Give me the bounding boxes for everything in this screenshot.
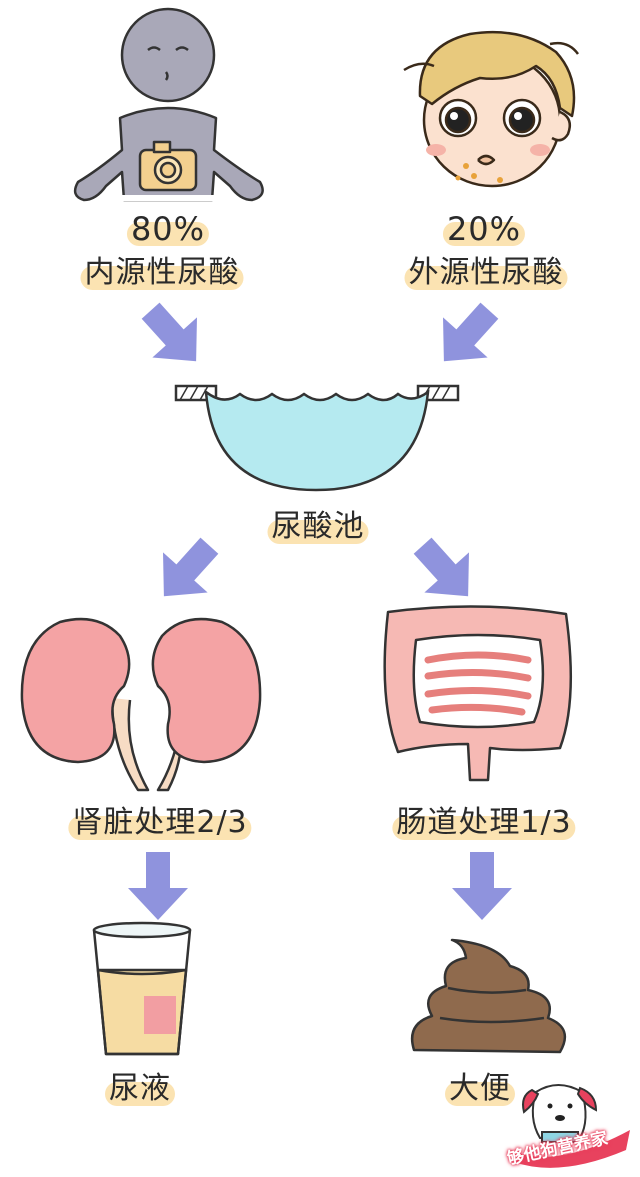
kidney-icon: [20, 617, 262, 792]
arrow-exogenous-to-pool: [421, 290, 512, 382]
stool-label: 大便: [445, 1071, 515, 1106]
uric-acid-pool-icon: [174, 384, 460, 492]
glass-of-urine-icon: [92, 921, 192, 1056]
endogenous-label: 内源性尿酸: [80, 255, 244, 290]
arrow-endogenous-to-pool: [128, 290, 219, 382]
exogenous-percent: 20%: [442, 210, 526, 248]
arrow-pool-to-kidney: [141, 525, 232, 617]
pool-label: 尿酸池: [267, 509, 369, 544]
person-with-camera-icon: [73, 7, 264, 202]
arrow-pool-to-intestine: [400, 525, 491, 617]
endogenous-percent: 80%: [126, 210, 210, 248]
exogenous-label: 外源性尿酸: [404, 255, 568, 290]
kidney-label: 肾脏处理2/3: [68, 805, 252, 840]
watermark-text: 够他狗营养家: [505, 1128, 610, 1170]
child-face-icon: [403, 30, 580, 188]
arrow-intestine-to-stool: [452, 852, 512, 920]
urine-label: 尿液: [105, 1071, 175, 1106]
stool-icon: [410, 938, 567, 1054]
intestine-icon: [383, 605, 573, 782]
intestine-label: 肠道处理1/3: [392, 805, 576, 840]
arrow-kidney-to-urine: [128, 852, 188, 920]
dog-mascot-icon: [510, 1084, 630, 1168]
